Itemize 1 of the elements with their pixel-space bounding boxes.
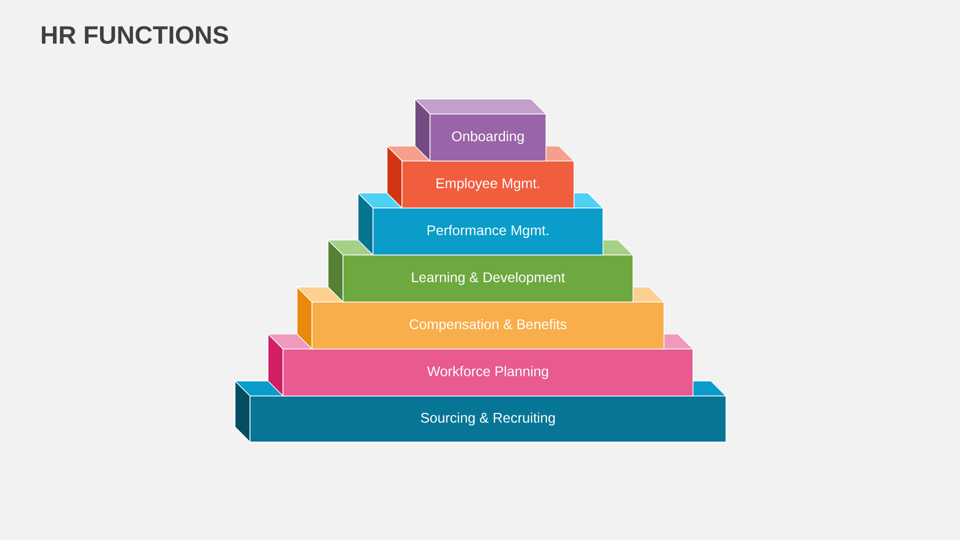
title: HR FUNCTIONS [42, 26, 228, 44]
